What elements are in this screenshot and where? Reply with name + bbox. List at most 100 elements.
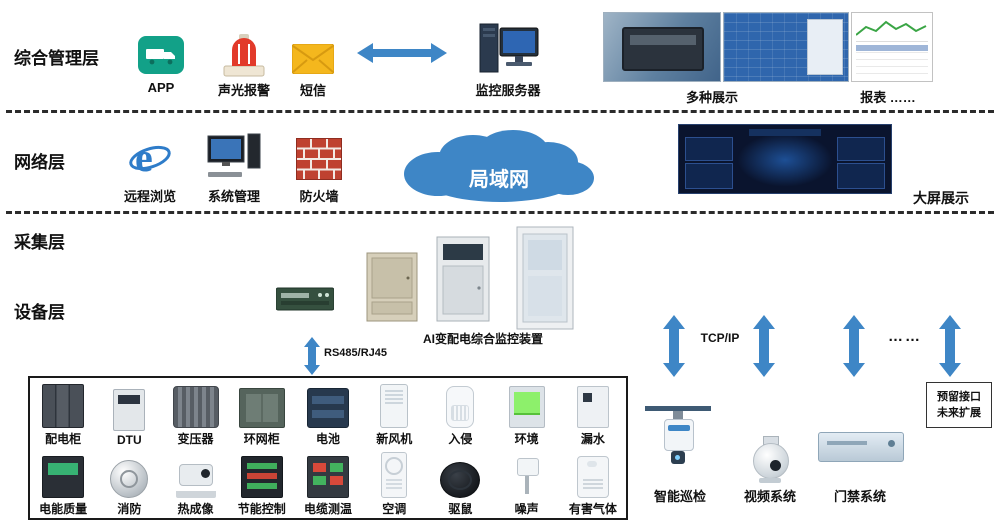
grid-item-label: 电缆测温 bbox=[303, 502, 352, 516]
patrol-rail bbox=[645, 406, 711, 411]
grid-item-label: 消防 bbox=[117, 502, 142, 516]
sound-light-alarm-icon bbox=[222, 32, 266, 83]
grid-item-energy-control: 节能控制 bbox=[229, 448, 295, 518]
device-grid: 配电柜 DTU 变压器 环网柜电池 新风机 入侵 环境 漏水电能质量 消防 热成像节能控制 电缆测温… bbox=[28, 376, 628, 520]
sms-label: 短信 bbox=[299, 83, 326, 98]
lan-label: 局域网 bbox=[468, 167, 529, 191]
device-grid-row: 配电柜 DTU 变压器 环网柜电池 新风机 入侵 环境 漏水 bbox=[30, 378, 626, 448]
tcpip-arrow-access-icon bbox=[842, 314, 866, 383]
grid-item-label: 空调 bbox=[382, 502, 407, 516]
display-screenshot-report bbox=[851, 12, 933, 82]
report-chart-sparkline bbox=[855, 17, 928, 42]
grid-item-water-leak-sensor: 漏水 bbox=[560, 378, 626, 448]
dashboard-glow bbox=[737, 133, 833, 187]
reserved-interface-box: 预留接口 未来扩展 bbox=[926, 382, 992, 428]
monitoring-cabinet-icon bbox=[436, 236, 490, 327]
reserved-line2: 未来扩展 bbox=[937, 407, 981, 419]
battery-icon bbox=[306, 388, 349, 428]
grid-item-label: 漏水 bbox=[580, 432, 605, 446]
energy-control-icon bbox=[240, 456, 283, 498]
reserved-line1: 预留接口 bbox=[937, 390, 981, 403]
horizontal-double-arrow-icon bbox=[356, 40, 448, 71]
bigscreen-label: 大屏展示 bbox=[913, 190, 969, 206]
tall-power-cabinet-icon bbox=[516, 226, 574, 335]
layer-label-management: 综合管理层 bbox=[14, 49, 99, 68]
layer-label-device: 设备层 bbox=[14, 303, 65, 322]
fire-detector-icon bbox=[110, 460, 149, 498]
cable-temperature-icon bbox=[306, 456, 349, 498]
grid-item-intrusion-sensor: 入侵 bbox=[427, 378, 493, 448]
reports-label: 报表 …… bbox=[860, 90, 916, 105]
separator-management-network bbox=[6, 110, 994, 113]
ptz-dome bbox=[753, 443, 789, 479]
grid-item-label: 配电柜 bbox=[45, 432, 82, 446]
dtu-icon bbox=[113, 389, 146, 431]
access-system-label: 门禁系统 bbox=[833, 489, 886, 504]
patrol-label: 智能巡检 bbox=[653, 489, 706, 504]
thermal-camera-icon bbox=[175, 458, 216, 498]
grid-item-power-quality: 电能质量 bbox=[30, 448, 96, 518]
rs485-link-arrow-icon bbox=[303, 336, 321, 381]
patrol-bracket bbox=[673, 411, 683, 419]
dashboard-panel bbox=[837, 137, 885, 161]
environment-sensor-icon bbox=[508, 386, 545, 428]
alarm-label: 声光报警 bbox=[217, 83, 270, 98]
device-grid-row: 电能质量 消防 热成像节能控制 电缆测温 空调 驱鼠 噪声 有害气体 bbox=[30, 448, 626, 518]
grid-item-label: 电能质量 bbox=[39, 502, 88, 516]
water-leak-sensor-icon bbox=[576, 386, 609, 428]
harmful-gas-sensor-icon bbox=[576, 456, 609, 498]
power-quality-icon bbox=[42, 456, 85, 498]
patrol-camera bbox=[671, 451, 685, 464]
grid-item-label: 入侵 bbox=[448, 432, 473, 446]
distribution-cabinet-icon bbox=[42, 384, 85, 428]
remote-browse-label: 远程浏览 bbox=[123, 189, 176, 204]
report-table bbox=[856, 45, 928, 77]
grid-item-label: 驱鼠 bbox=[448, 502, 473, 516]
grid-item-label: 新风机 bbox=[376, 432, 413, 446]
firewall-icon bbox=[295, 137, 343, 185]
grid-item-dtu: DTU bbox=[96, 378, 162, 448]
grid-item-label: 有害气体 bbox=[568, 502, 617, 516]
server-label: 监控服务器 bbox=[475, 83, 541, 98]
tcpip-arrow-patrol-icon bbox=[662, 314, 686, 383]
ptz-camera-icon bbox=[747, 436, 793, 486]
tcpip-arrow-video-icon bbox=[752, 314, 776, 383]
rodent-repeller-icon bbox=[440, 462, 481, 498]
sms-envelope-icon bbox=[291, 43, 335, 79]
fresh-air-fan-icon bbox=[380, 384, 409, 428]
transformer-icon bbox=[172, 386, 219, 428]
grid-item-transformer: 变压器 bbox=[162, 378, 228, 448]
display-screenshot-photo bbox=[603, 12, 721, 82]
screenshot-device bbox=[622, 27, 704, 71]
grid-item-label: 电池 bbox=[315, 432, 340, 446]
dashboard-title-bar bbox=[749, 129, 821, 136]
grid-item-thermal-camera: 热成像 bbox=[162, 448, 228, 518]
tcpip-arrow-reserved-icon bbox=[938, 314, 962, 383]
grid-item-environment-sensor: 环境 bbox=[494, 378, 560, 448]
svg-text:e: e bbox=[135, 136, 153, 180]
dashboard-panel bbox=[837, 163, 885, 189]
system-management-computer-icon bbox=[206, 132, 262, 185]
grid-item-label: DTU bbox=[116, 433, 142, 447]
grid-item-label: 环境 bbox=[514, 432, 539, 446]
patrol-body bbox=[664, 419, 694, 451]
grid-item-fire-detector: 消防 bbox=[96, 448, 162, 518]
intelligent-patrol-robot-icon bbox=[645, 398, 715, 480]
grid-item-label: 节能控制 bbox=[237, 502, 286, 516]
grid-item-air-conditioner: 空调 bbox=[361, 448, 427, 518]
grid-item-label: 变压器 bbox=[177, 432, 214, 446]
grid-item-harmful-gas-sensor: 有害气体 bbox=[560, 448, 626, 518]
displays-label: 多种展示 bbox=[685, 90, 738, 105]
comm-gateway-device-icon bbox=[275, 286, 335, 317]
grid-item-battery: 电池 bbox=[295, 378, 361, 448]
ai-device-label: AI变配电综合监控装置 bbox=[422, 332, 543, 346]
grid-item-ring-main-unit: 环网柜 bbox=[229, 378, 295, 448]
layer-label-network: 网络层 bbox=[14, 153, 65, 172]
grid-item-label: 噪声 bbox=[514, 502, 539, 516]
display-screenshot-scada bbox=[723, 12, 849, 82]
ellipsis-label: …… bbox=[888, 328, 922, 345]
grid-item-rodent-repeller: 驱鼠 bbox=[427, 448, 493, 518]
app-label: APP bbox=[147, 80, 175, 95]
system-management-label: 系统管理 bbox=[207, 189, 260, 204]
